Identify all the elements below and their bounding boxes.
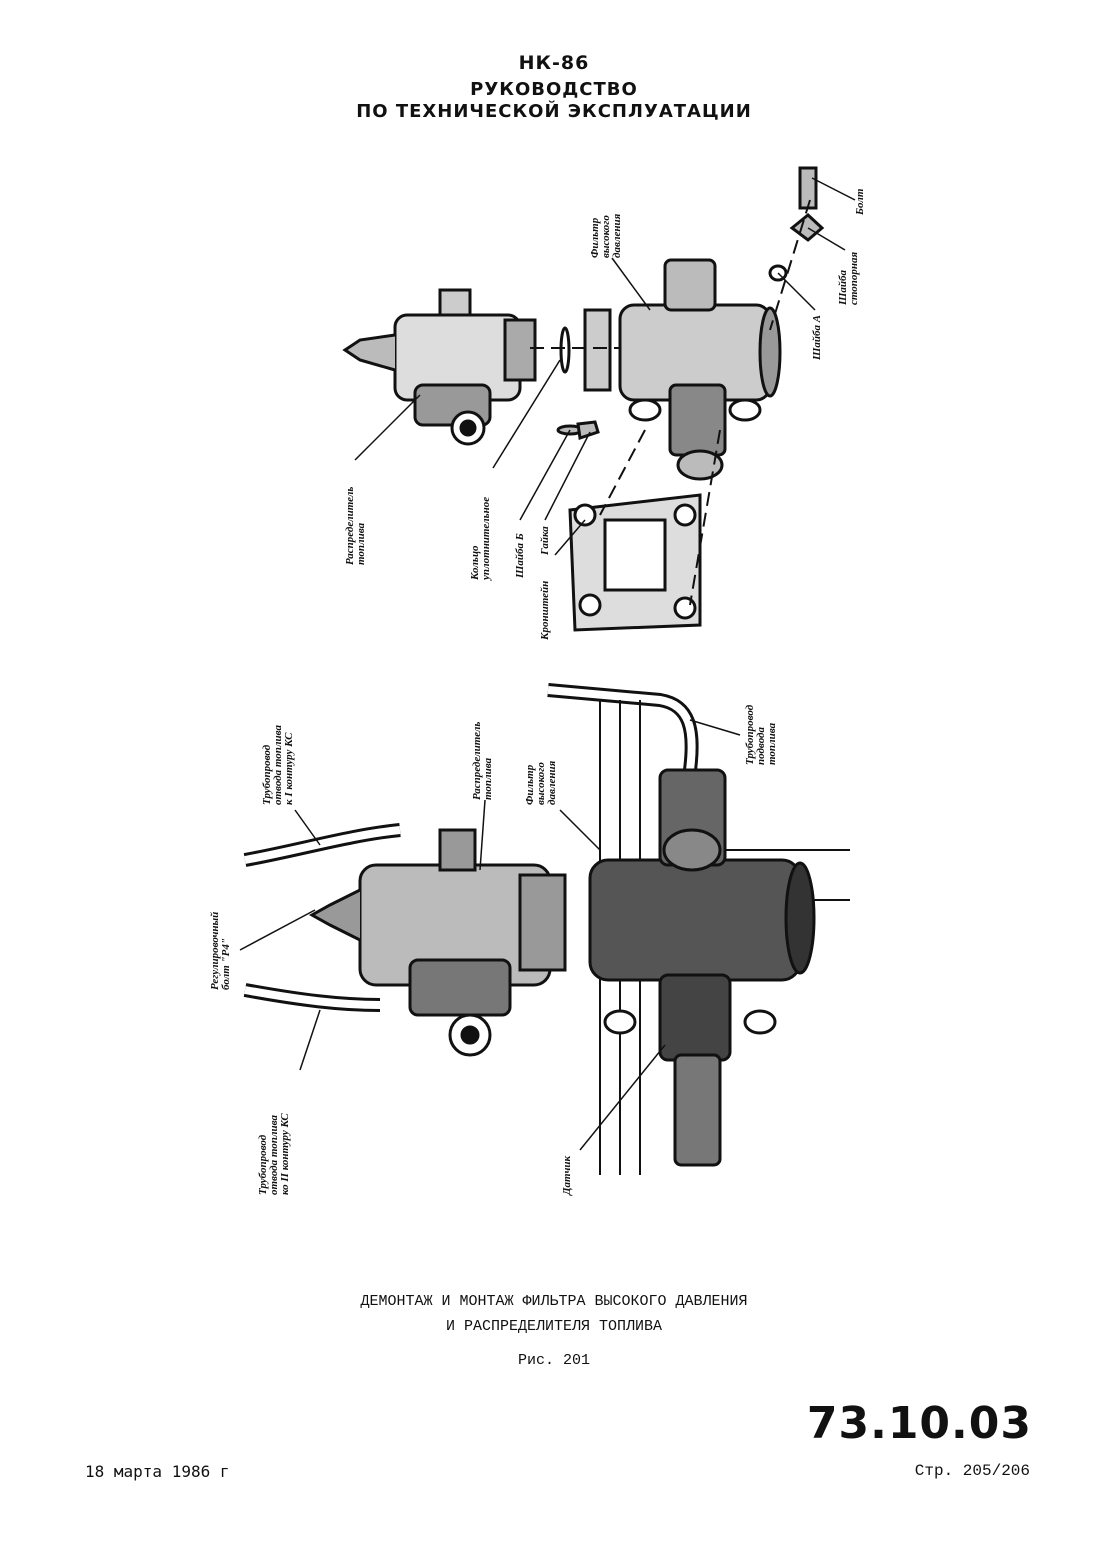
label-distributor-top: Распределитель топлива xyxy=(344,486,367,565)
label-supply-pipe: Трубопровод подвода топлива xyxy=(744,704,778,765)
label-seal-ring: Кольцо уплотнительное xyxy=(469,496,492,580)
figure-caption-line-1: ДЕМОНТАЖ И МОНТАЖ ФИЛЬТРА ВЫСОКОГО ДАВЛЕ… xyxy=(360,1293,748,1310)
label-pipe-circuit-1: Трубопровод отвода топлива к I контуру К… xyxy=(261,724,295,805)
label-bolt: Болт xyxy=(854,188,866,215)
manual-code: НК-86 xyxy=(518,52,590,74)
revision-date: 18 марта 1986 г xyxy=(85,1462,230,1481)
label-pipe-circuit-2: Трубопровод отвода топлива ко II контуру… xyxy=(257,1113,291,1195)
manual-title: РУКОВОДСТВО xyxy=(470,79,638,100)
label-adjusting-bolt: Регулировочный болт "Р4" xyxy=(209,911,232,990)
section-number: 73.10.03 xyxy=(806,1398,1032,1449)
manual-subtitle: ПО ТЕХНИЧЕСКОЙ ЭКСПЛУАТАЦИИ xyxy=(356,101,752,122)
label-nut: Гайка xyxy=(539,526,551,555)
label-bracket: Кронштейн xyxy=(539,580,551,640)
figure-number: Рис. 201 xyxy=(517,1352,590,1369)
label-washer-b: Шайба Б xyxy=(514,533,526,578)
label-hp-filter-top: Фильтр высокого давления xyxy=(589,213,623,258)
label-distributor-bottom: Распределитель топлива xyxy=(471,721,494,800)
label-washer-a: Шайба А xyxy=(811,314,823,360)
label-lock-washer: Шайба стопорная xyxy=(837,251,860,305)
label-hp-filter-bottom: Фильтр высокого давления xyxy=(524,760,558,805)
page-number: Стр. 205/206 xyxy=(914,1462,1030,1480)
label-sensor: Датчик xyxy=(561,1155,573,1195)
figure-caption-line-2: И РАСПРЕДЕЛИТЕЛЯ ТОПЛИВА xyxy=(445,1318,663,1335)
